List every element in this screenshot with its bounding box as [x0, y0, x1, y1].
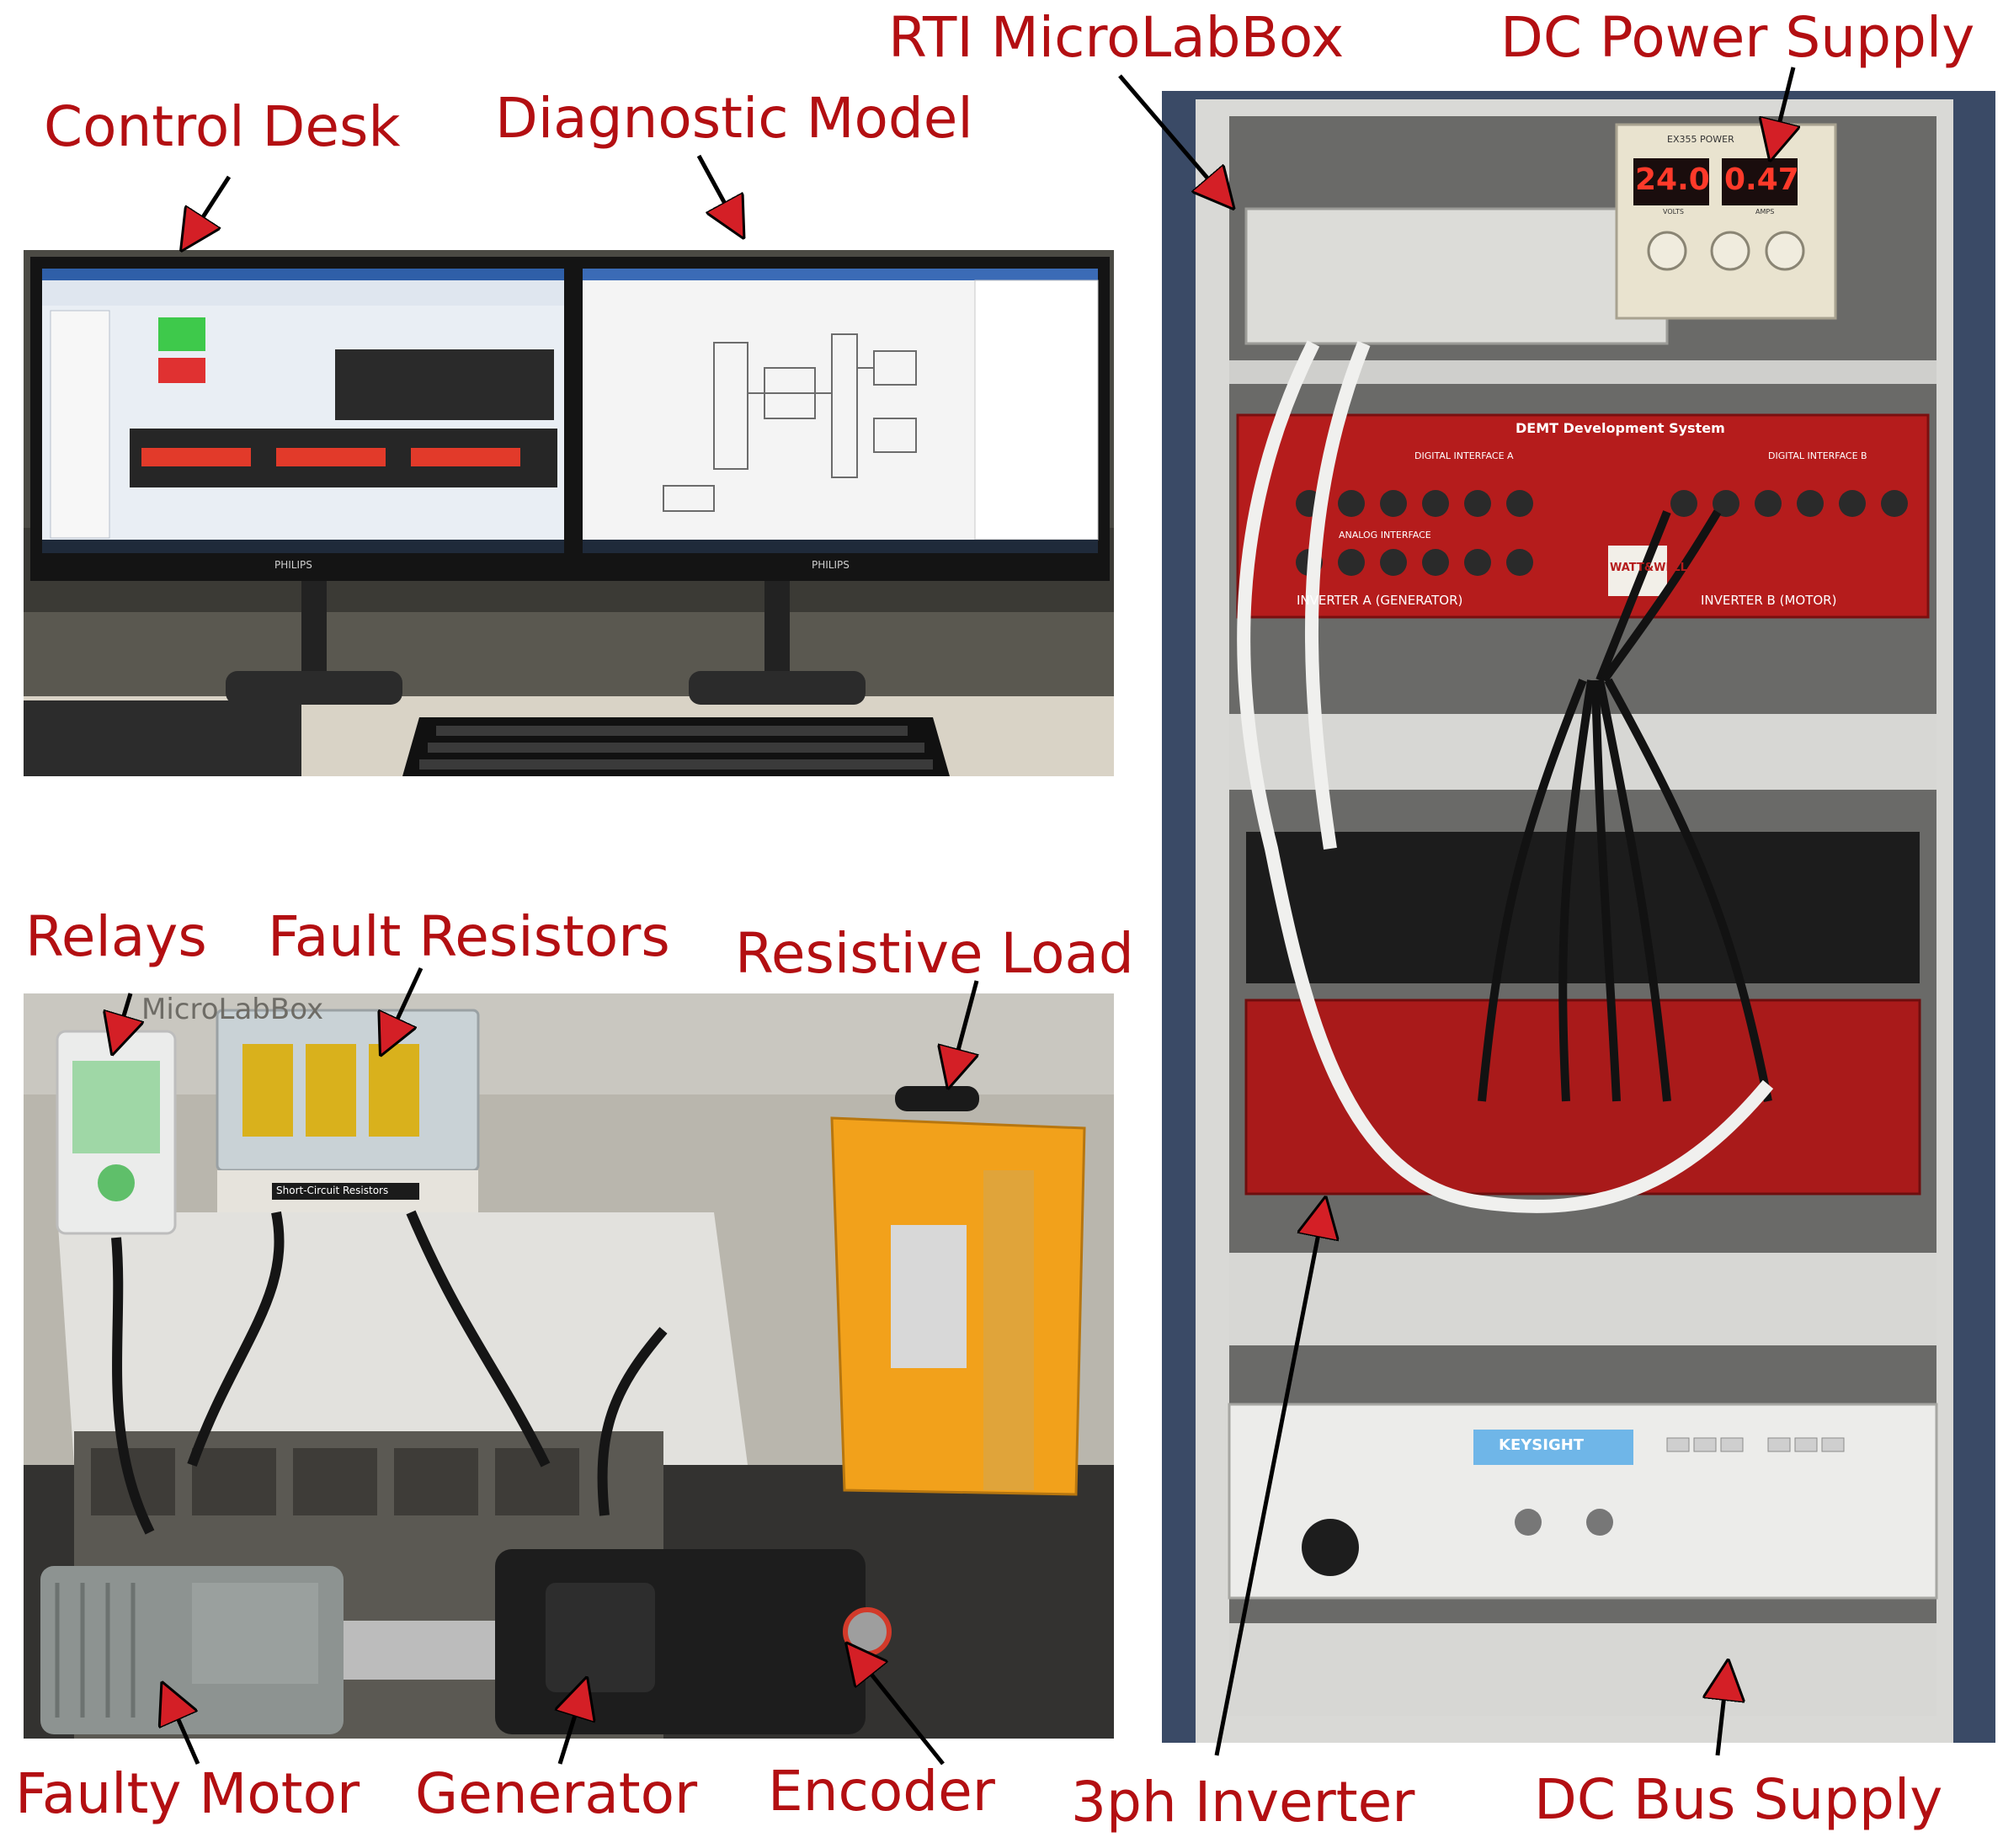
arrow-control-desk — [192, 175, 232, 234]
analog-interface: ANALOG INTERFACE — [1339, 530, 1431, 541]
arrow-generator — [560, 1696, 581, 1765]
label-relays: Relays — [25, 904, 207, 969]
label-fault-resistors: Fault Resistors — [268, 904, 670, 969]
digital-interface-b: DIGITAL INTERFACE B — [1768, 450, 1867, 461]
monitor-brand-right: PHILIPS — [812, 559, 850, 571]
arrow-dc-power-supply — [1775, 67, 1793, 141]
label-diagnostic-model: Diagnostic Model — [495, 86, 973, 151]
monitor-brand-left: PHILIPS — [274, 559, 312, 571]
arrow-diagnostic-model — [696, 154, 734, 221]
demt-title: DEMT Development System — [1516, 420, 1725, 436]
arrow-encoder — [859, 1659, 945, 1765]
label-control-desk: Control Desk — [44, 94, 401, 159]
arrow-resistive-load — [953, 980, 977, 1069]
label-rti-microlabbox: RTI MicroLabBox — [888, 5, 1345, 70]
label-resistive-load: Resistive Load — [735, 921, 1134, 986]
watt-well-logo: WATT&WELL — [1610, 562, 1687, 574]
arrow-fault-resistors — [389, 967, 424, 1037]
desk-scene — [24, 250, 1114, 776]
label-faulty-motor: Faulty Motor — [15, 1761, 360, 1826]
inverter-b-label: INVERTER B (MOTOR) — [1701, 593, 1837, 608]
arrow-rti-microlabbox — [1118, 74, 1221, 194]
arrow-3ph-inverter — [1214, 1217, 1322, 1756]
inverter-a-label: INVERTER A (GENERATOR) — [1297, 593, 1463, 608]
psu-voltage-readout: 24.0 — [1635, 162, 1710, 197]
rack-scene — [1162, 91, 1995, 1743]
psu-current-readout: 0.47 — [1724, 162, 1799, 197]
keysight-logo: KEYSIGHT — [1499, 1436, 1585, 1454]
label-dc-power-supply: DC Power Supply — [1500, 5, 1975, 70]
photo-control-desk: PHILIPS PHILIPS — [24, 250, 1114, 776]
short-circuit-resistors-label: Short-Circuit Resistors — [276, 1185, 389, 1196]
psu-model: EX355 POWER — [1667, 134, 1734, 145]
label-dc-bus-supply: DC Bus Supply — [1534, 1767, 1943, 1832]
arrow-dc-bus-supply — [1718, 1680, 1726, 1756]
microlabbox-print: MicroLabBox — [141, 993, 324, 1026]
label-3ph-inverter: 3ph Inverter — [1071, 1770, 1415, 1835]
psu-unit-amps: AMPS — [1755, 208, 1775, 216]
label-encoder: Encoder — [768, 1759, 995, 1824]
label-generator: Generator — [415, 1761, 698, 1826]
arrow-faulty-motor — [170, 1701, 200, 1765]
digital-interface-a: DIGITAL INTERFACE A — [1414, 450, 1514, 461]
psu-unit-volts: VOLTS — [1663, 208, 1684, 216]
arrow-relays — [118, 993, 131, 1036]
photo-equipment-rack: 24.0 0.47 VOLTS AMPS EX355 POWER DEMT De… — [1162, 91, 1995, 1743]
